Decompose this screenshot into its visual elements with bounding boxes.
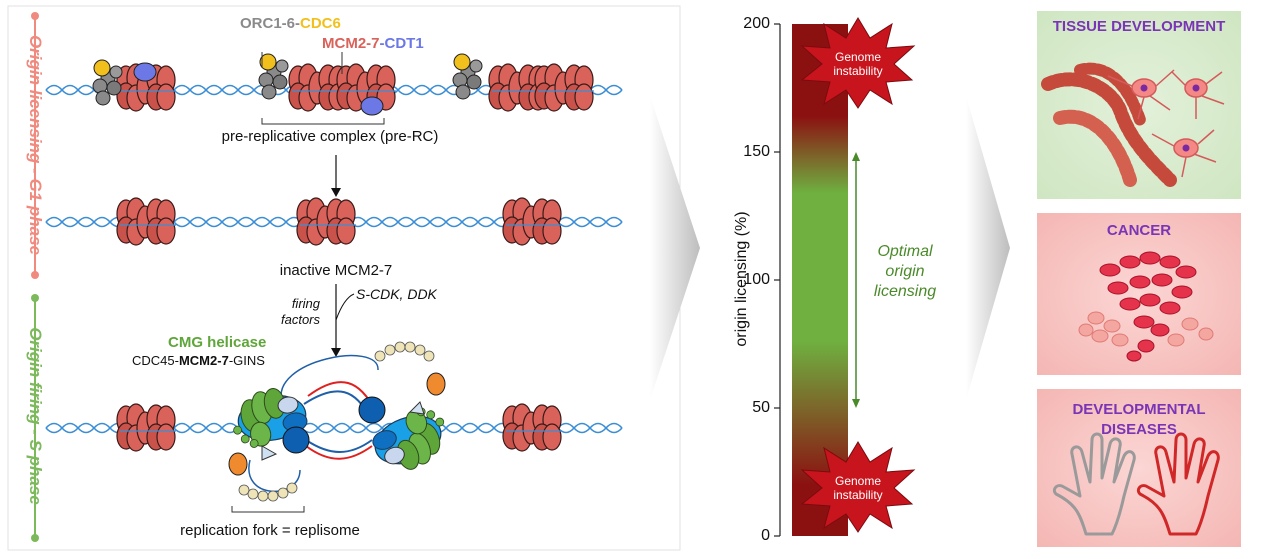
ctf4	[408, 401, 425, 415]
fork-strand-red	[305, 445, 373, 460]
arrow-head-2	[331, 348, 341, 357]
optimal-line3: licensing	[873, 283, 937, 300]
optimal-arrow-head-bottom	[852, 399, 860, 408]
cdt1-protein	[360, 96, 384, 116]
y-tick-label: 100	[743, 271, 770, 288]
firing-factors-label: firing factors	[270, 296, 320, 328]
cmg-sub-gins: -GINS	[228, 353, 265, 368]
kinase-branch	[335, 293, 355, 321]
primase	[426, 372, 446, 396]
firing-factors-line2: factors	[280, 312, 320, 327]
polymerase	[282, 426, 310, 454]
y-tick-label: 200	[743, 15, 770, 32]
g1-phase-bar-top-dot	[31, 12, 39, 20]
neuron-nuclei	[1140, 84, 1200, 152]
prerc-label: pre-replicative complex (pre-RC)	[221, 128, 439, 145]
cmg-sub-mcm: MCM2-7	[178, 353, 229, 368]
orc-label-text: ORC1-6-	[240, 15, 301, 32]
mcm-cdt1-label: MCM2-7-CDT1	[322, 35, 424, 52]
licensing-chart	[774, 17, 915, 537]
kinases-label: S-CDK, DDK	[356, 286, 437, 302]
mcm-label-text: MCM2-7	[322, 35, 380, 52]
cdc6-label-text: CDC6	[300, 15, 341, 32]
y-tick-label: 0	[761, 527, 770, 544]
chevron-arrow-right	[966, 96, 1010, 400]
genome-top-line2: instability	[833, 64, 883, 78]
licensing-gradient-bar	[792, 24, 848, 536]
prerc-bracket	[261, 118, 385, 125]
firing-factors-line1: firing	[291, 296, 320, 311]
dev-diseases-line2: DISEASES	[1101, 421, 1177, 438]
tumor-cells	[1078, 251, 1214, 362]
tissue-development-title: TISSUE DEVELOPMENT	[1052, 18, 1226, 35]
g1-phase-bar-bottom-dot	[31, 271, 39, 279]
cmg-title: CMG helicase	[168, 334, 267, 351]
arrow-head-1	[331, 188, 341, 197]
genome-bottom-line2: instability	[833, 488, 883, 502]
primase	[228, 452, 248, 476]
optimal-line2: origin	[885, 263, 925, 280]
g1-phase-label: Origin licensing - G1 phase	[26, 34, 45, 256]
genome-bottom-line1: Genome	[834, 474, 882, 488]
genome-top-line1: Genome	[834, 50, 882, 64]
s-phase-bar-top-dot	[31, 294, 39, 302]
cdt1-label-text: -CDT1	[379, 35, 424, 52]
replisome-bracket	[231, 506, 305, 513]
orc-label: ORC1-6-CDC6	[240, 15, 341, 32]
lagging-loop	[280, 354, 379, 403]
genome-instability-bottom-label: Genome instability	[818, 474, 898, 502]
chevron-arrow-left	[650, 96, 700, 400]
s-phase-bar-bottom-dot	[31, 534, 39, 542]
cmg-sub-cdc45: CDC45-	[132, 353, 179, 368]
inactive-mcm-label: inactive MCM2-7	[279, 262, 393, 279]
optimal-line1: Optimal	[877, 243, 933, 260]
s-phase-label: Origin firing - S phase	[26, 327, 45, 505]
dev-diseases-line1: DEVELOPMENTAL	[1072, 401, 1206, 418]
developmental-diseases-title: DEVELOPMENTAL DISEASES	[1036, 400, 1242, 440]
cancer-title: CANCER	[1106, 222, 1172, 239]
developmental-diseases-box	[1035, 387, 1243, 549]
cdt1-protein	[133, 62, 157, 82]
fork-strand-blue	[305, 439, 373, 453]
replisome-label: replication fork = replisome	[180, 522, 360, 539]
okazaki-beads	[238, 482, 298, 502]
genome-instability-top-label: Genome instability	[818, 50, 898, 78]
ctf4	[261, 445, 278, 461]
cmg-subtitle: CDC45-MCM2-7-GINS	[132, 353, 265, 368]
y-tick-label: 50	[752, 399, 770, 416]
optimal-arrow-head-top	[852, 152, 860, 161]
optimal-licensing-label: Optimal origin licensing	[860, 242, 950, 302]
y-tick-label: 150	[743, 143, 770, 160]
polymerase	[358, 396, 386, 424]
okazaki-beads	[374, 341, 435, 362]
